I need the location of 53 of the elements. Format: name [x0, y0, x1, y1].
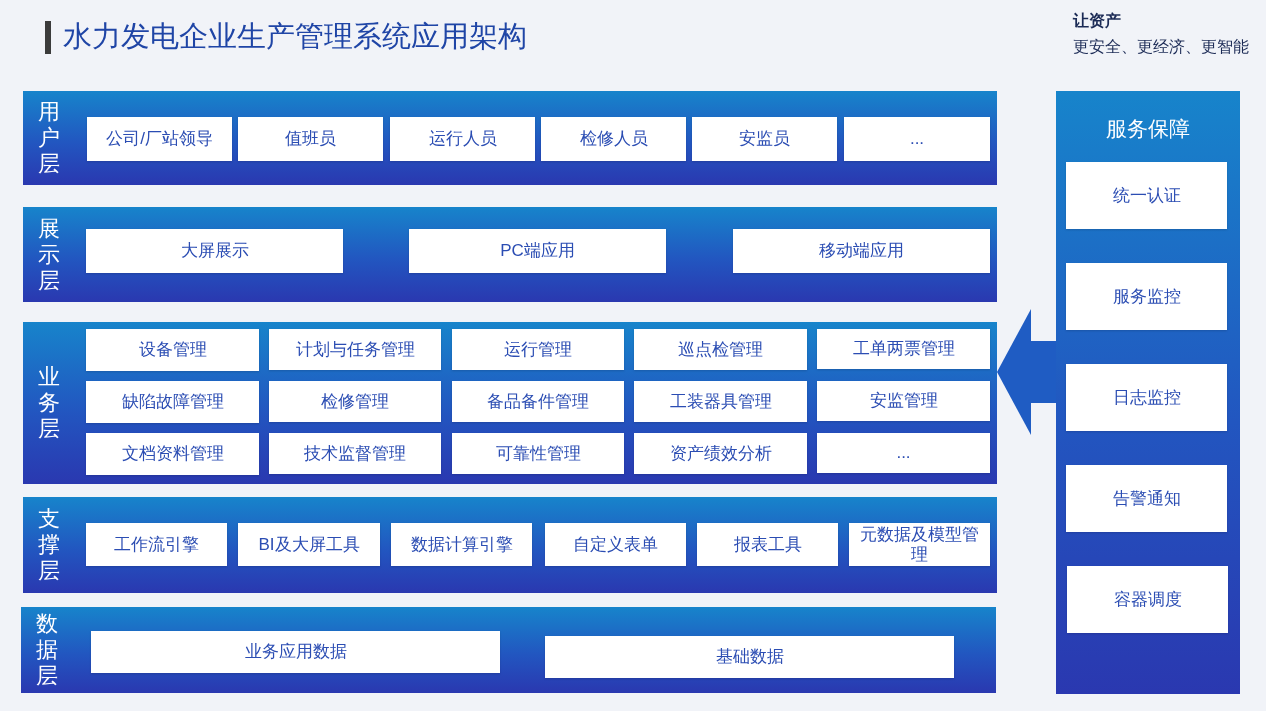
service-panel [1056, 91, 1240, 694]
module-card: 缺陷故障管理 [86, 381, 259, 423]
module-card: 安监管理 [817, 381, 990, 421]
module-card: PC端应用 [409, 229, 666, 273]
service-card: 服务监控 [1066, 263, 1227, 330]
module-card: BI及大屏工具 [238, 523, 380, 566]
module-card: ... [817, 433, 990, 473]
title: 水力发电企业生产管理系统应用架构 [63, 19, 527, 54]
layer-title: 数据层 [35, 611, 59, 689]
layer-title: 业务层 [37, 364, 61, 442]
layer-band [23, 322, 997, 484]
module-card: 巡点检管理 [634, 329, 807, 370]
module-card: 检修人员 [541, 117, 686, 161]
layer-title: 用户层 [37, 99, 61, 177]
module-card: 运行管理 [452, 329, 624, 370]
service-card: 容器调度 [1067, 566, 1228, 633]
slogan-text: 更安全、更经济、更智能 [1073, 37, 1249, 57]
layer-title: 支撑层 [37, 506, 61, 584]
module-card: 工装器具管理 [634, 381, 807, 422]
service-card: 告警通知 [1066, 465, 1227, 532]
panel-title: 服务保障 [1105, 116, 1191, 142]
module-card: ... [844, 117, 990, 161]
module-card: 技术监督管理 [269, 433, 441, 474]
module-card: 报表工具 [697, 523, 838, 566]
block-arrow [997, 309, 1056, 435]
service-card: 日志监控 [1066, 364, 1227, 431]
module-card: 工作流引擎 [86, 523, 227, 566]
layer-title: 展示层 [37, 215, 61, 294]
module-card: 文档资料管理 [86, 433, 259, 475]
slogan-text: 让资产 [1073, 11, 1121, 31]
module-card: 备品备件管理 [452, 381, 624, 422]
module-card: 大屏展示 [86, 229, 343, 273]
module-card: 移动端应用 [733, 229, 990, 273]
module-card: 可靠性管理 [452, 433, 624, 474]
layer-band [23, 91, 997, 185]
module-card: 安监员 [692, 117, 837, 161]
module-card: 值班员 [238, 117, 383, 161]
module-card: 检修管理 [269, 381, 441, 422]
module-card: 元数据及模型管理 [849, 523, 990, 566]
module-card: 自定义表单 [545, 523, 686, 566]
layer-band [23, 207, 997, 302]
module-card: 工单两票管理 [817, 329, 990, 369]
module-card: 公司/厂站领导 [87, 117, 232, 161]
service-card: 统一认证 [1066, 162, 1227, 229]
module-card: 数据计算引擎 [391, 523, 532, 566]
layer-band [23, 497, 997, 593]
layer-band [21, 607, 996, 693]
module-card: 资产绩效分析 [634, 433, 807, 474]
module-card: 设备管理 [86, 329, 259, 371]
module-card: 业务应用数据 [91, 631, 500, 673]
module-card: 计划与任务管理 [269, 329, 441, 370]
module-card: 基础数据 [545, 636, 954, 678]
module-card: 运行人员 [390, 117, 535, 161]
